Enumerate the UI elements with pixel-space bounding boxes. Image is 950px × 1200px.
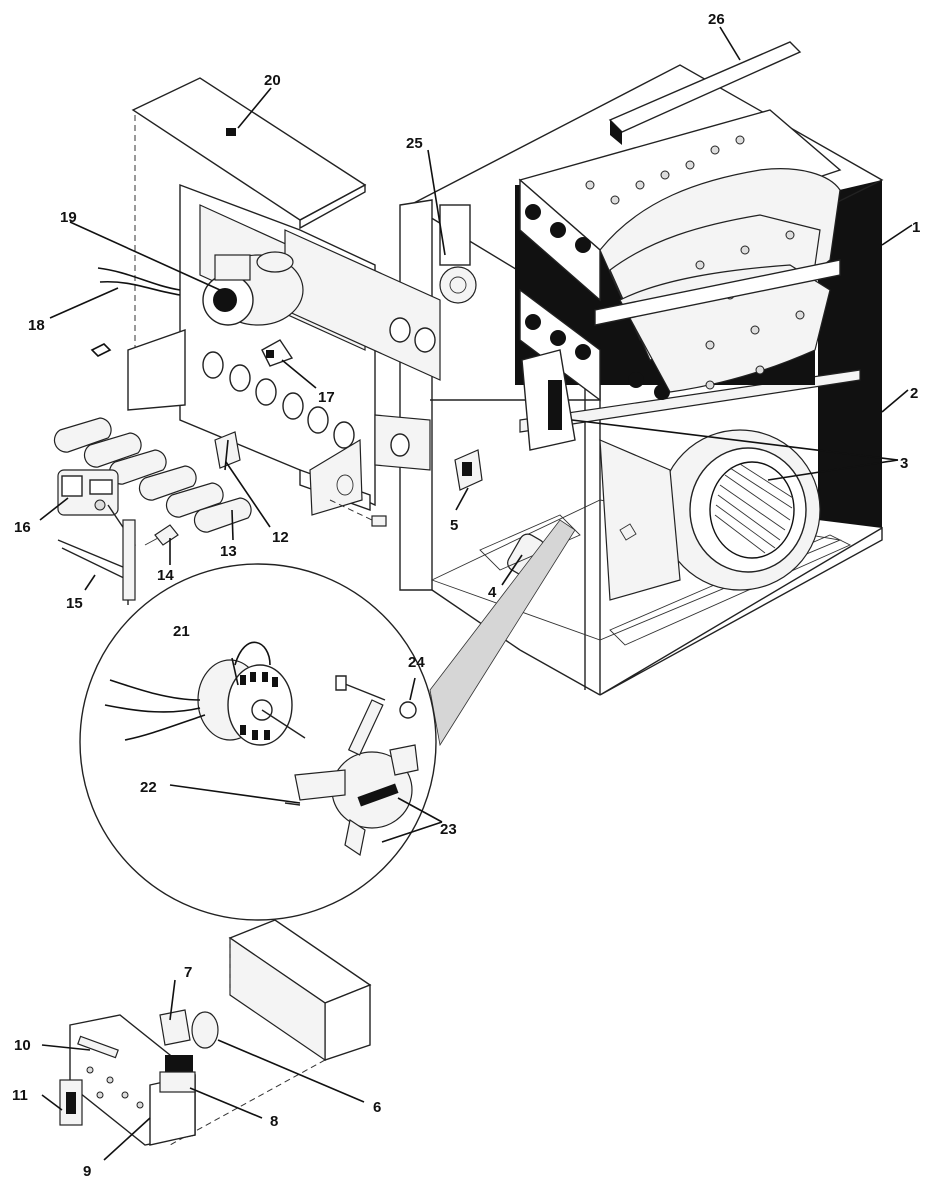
burner-orifice [144, 524, 179, 546]
callout-19: 19 [60, 209, 77, 226]
callout-25: 25 [406, 135, 423, 152]
blower-motor [104, 641, 306, 746]
callout-24: 24 [408, 654, 425, 671]
panel-screw [329, 499, 387, 527]
top-cover-panel [131, 77, 367, 360]
callout-13: 13 [220, 543, 237, 560]
callout-1: 1 [912, 219, 920, 236]
callout-17: 17 [318, 389, 335, 406]
blower-assembly [599, 429, 821, 601]
callout-10: 10 [14, 1037, 31, 1054]
callout-12: 12 [272, 529, 289, 546]
callout-3: 3 [900, 455, 908, 472]
callout-11: 11 [12, 1087, 28, 1104]
callout-2: 2 [910, 385, 918, 402]
burner-row [53, 417, 252, 533]
junction-box-assembly [59, 919, 372, 1146]
callout-7: 7 [184, 964, 192, 981]
fastener-clip [619, 523, 637, 541]
heat-exchanger [515, 109, 842, 402]
callout-16: 16 [14, 519, 31, 536]
callout-22: 22 [140, 779, 157, 796]
callout-6: 6 [373, 1099, 381, 1116]
callout-5: 5 [450, 517, 458, 534]
callout-20: 20 [264, 72, 281, 89]
inducer-wire [97, 267, 181, 296]
door-switch [454, 449, 483, 491]
leader-lines [39, 26, 913, 1161]
callout-21: 21 [173, 623, 190, 640]
gas-manifold [57, 504, 136, 605]
callout-labels: 1 2 3 4 5 6 7 8 9 10 11 12 13 14 15 16 1… [12, 11, 920, 1180]
limit-switch [261, 339, 294, 367]
callout-18: 18 [28, 317, 45, 334]
mounting-clip [90, 343, 112, 357]
callout-8: 8 [270, 1113, 278, 1130]
inducer-motor [202, 251, 304, 326]
gas-valve [57, 469, 119, 516]
control-box [521, 349, 576, 451]
motor-mount-bracket [284, 675, 419, 856]
callout-23: 23 [440, 821, 457, 838]
callout-9: 9 [83, 1163, 91, 1180]
callout-26: 26 [708, 11, 725, 28]
callout-15: 15 [66, 595, 83, 612]
blower-motor-detail [79, 519, 576, 921]
flame-sensor [214, 431, 241, 471]
callout-14: 14 [157, 567, 174, 584]
top-baffle-bar [608, 41, 802, 145]
callout-4: 4 [488, 584, 497, 601]
